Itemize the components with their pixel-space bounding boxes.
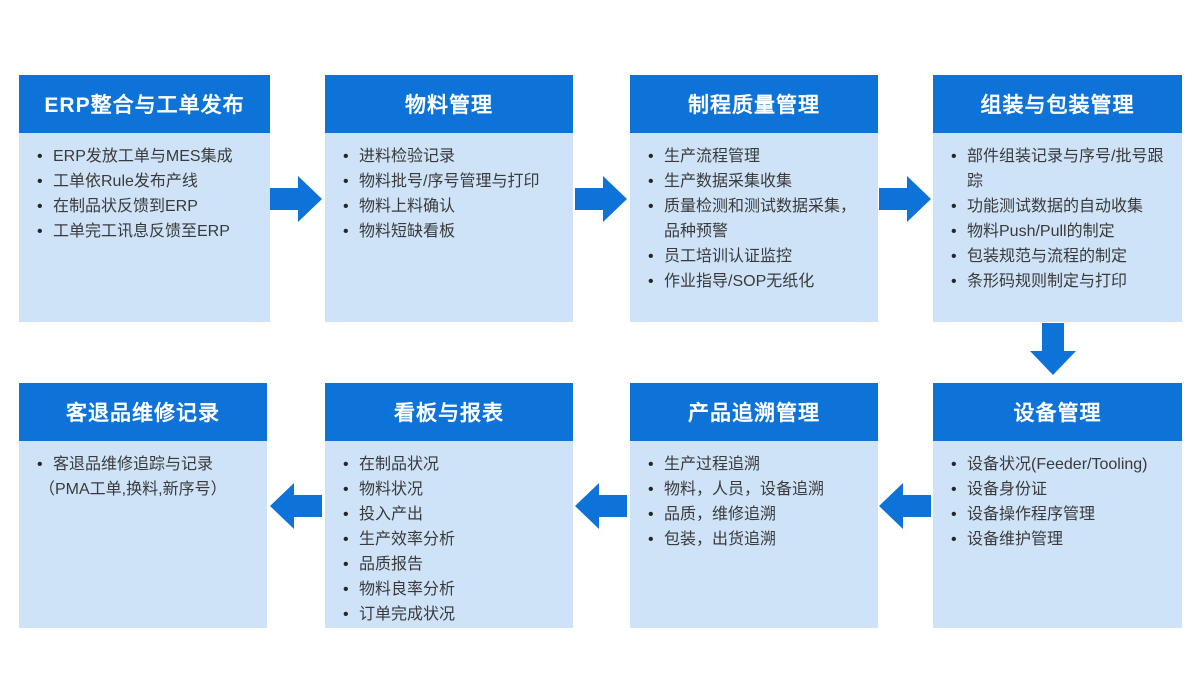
list-item: 工单完工讯息反馈至ERP (33, 219, 262, 244)
list-item: 包装规范与流程的制定 (947, 244, 1174, 269)
list-item: 设备操作程序管理 (947, 502, 1174, 527)
arrow-left-icon (879, 480, 931, 532)
box-items-assembly-packaging: 部件组装记录与序号/批号跟踪 功能测试数据的自动收集 物料Push/Pull的制… (933, 133, 1182, 300)
box-title-erp-integration: ERP整合与工单发布 (19, 75, 270, 133)
list-item: 物料Push/Pull的制定 (947, 219, 1174, 244)
flow-box-kanban-reports: 看板与报表 在制品状况 物料状况 投入产出 生产效率分析 品质报告 物料良率分析… (325, 383, 573, 628)
list-item: 物料状况 (339, 477, 565, 502)
arrow-right-icon (879, 173, 931, 225)
list-item: 客退品维修追踪与记录 (33, 452, 259, 477)
flow-box-product-traceability: 产品追溯管理 生产过程追溯 物料，人员，设备追溯 品质，维修追溯 包装，出货追溯 (630, 383, 878, 628)
box-title-product-traceability: 产品追溯管理 (630, 383, 878, 441)
box-title-process-quality: 制程质量管理 (630, 75, 878, 133)
list-item: 品质，维修追溯 (644, 502, 870, 527)
list-item: 在制品状况 (339, 452, 565, 477)
list-item: 作业指导/SOP无纸化 (644, 269, 870, 294)
list-item: 投入产出 (339, 502, 565, 527)
box-items-kanban-reports: 在制品状况 物料状况 投入产出 生产效率分析 品质报告 物料良率分析 订单完成状… (325, 441, 573, 633)
box-items-equipment-management: 设备状况(Feeder/Tooling) 设备身份证 设备操作程序管理 设备维护… (933, 441, 1182, 558)
arrow-right-icon (270, 173, 322, 225)
list-item: ERP发放工单与MES集成 (33, 144, 262, 169)
arrow-right-icon (575, 173, 627, 225)
list-item: 生产流程管理 (644, 144, 870, 169)
flow-box-erp-integration: ERP整合与工单发布 ERP发放工单与MES集成 工单依Rule发布产线 在制品… (19, 75, 270, 322)
arrow-down-icon (1027, 323, 1079, 375)
list-item: 生产效率分析 (339, 527, 565, 552)
list-item: 物料短缺看板 (339, 219, 565, 244)
list-item: 进料检验记录 (339, 144, 565, 169)
flow-box-customer-returns: 客退品维修记录 客退品维修追踪与记录 （PMA工单,换料,新序号） (19, 383, 267, 628)
list-item: 物料批号/序号管理与打印 (339, 169, 565, 194)
box-items-product-traceability: 生产过程追溯 物料，人员，设备追溯 品质，维修追溯 包装，出货追溯 (630, 441, 878, 558)
list-item: 质量检测和测试数据采集，品种预警 (644, 194, 870, 244)
flow-box-process-quality: 制程质量管理 生产流程管理 生产数据采集收集 质量检测和测试数据采集，品种预警 … (630, 75, 878, 322)
list-item-continuation: （PMA工单,换料,新序号） (39, 481, 227, 498)
flow-box-equipment-management: 设备管理 设备状况(Feeder/Tooling) 设备身份证 设备操作程序管理… (933, 383, 1182, 628)
list-item: 物料，人员，设备追溯 (644, 477, 870, 502)
box-title-equipment-management: 设备管理 (933, 383, 1182, 441)
list-item: 功能测试数据的自动收集 (947, 194, 1174, 219)
box-items-process-quality: 生产流程管理 生产数据采集收集 质量检测和测试数据采集，品种预警 员工培训认证监… (630, 133, 878, 300)
box-items-customer-returns: 客退品维修追踪与记录 （PMA工单,换料,新序号） (19, 441, 267, 508)
list-item: 部件组装记录与序号/批号跟踪 (947, 144, 1174, 194)
box-items-erp-integration: ERP发放工单与MES集成 工单依Rule发布产线 在制品状反馈到ERP 工单完… (19, 133, 270, 250)
box-title-material-management: 物料管理 (325, 75, 573, 133)
list-item: 工单依Rule发布产线 (33, 169, 262, 194)
list-item: 在制品状反馈到ERP (33, 194, 262, 219)
list-item: 品质报告 (339, 552, 565, 577)
arrow-left-icon (270, 480, 322, 532)
arrow-left-icon (575, 480, 627, 532)
list-item: 设备状况(Feeder/Tooling) (947, 452, 1174, 477)
flow-box-material-management: 物料管理 进料检验记录 物料批号/序号管理与打印 物料上料确认 物料短缺看板 (325, 75, 573, 322)
list-item: 条形码规则制定与打印 (947, 269, 1174, 294)
list-item: 物料上料确认 (339, 194, 565, 219)
list-item: 设备身份证 (947, 477, 1174, 502)
list-item: 订单完成状况 (339, 602, 565, 627)
list-item: 生产过程追溯 (644, 452, 870, 477)
list-item: 包装，出货追溯 (644, 527, 870, 552)
list-item: 生产数据采集收集 (644, 169, 870, 194)
list-item: 员工培训认证监控 (644, 244, 870, 269)
box-items-material-management: 进料检验记录 物料批号/序号管理与打印 物料上料确认 物料短缺看板 (325, 133, 573, 250)
box-title-assembly-packaging: 组装与包装管理 (933, 75, 1182, 133)
list-item: 设备维护管理 (947, 527, 1174, 552)
box-title-customer-returns: 客退品维修记录 (19, 383, 267, 441)
box-title-kanban-reports: 看板与报表 (325, 383, 573, 441)
flow-box-assembly-packaging: 组装与包装管理 部件组装记录与序号/批号跟踪 功能测试数据的自动收集 物料Pus… (933, 75, 1182, 322)
list-item: 物料良率分析 (339, 577, 565, 602)
